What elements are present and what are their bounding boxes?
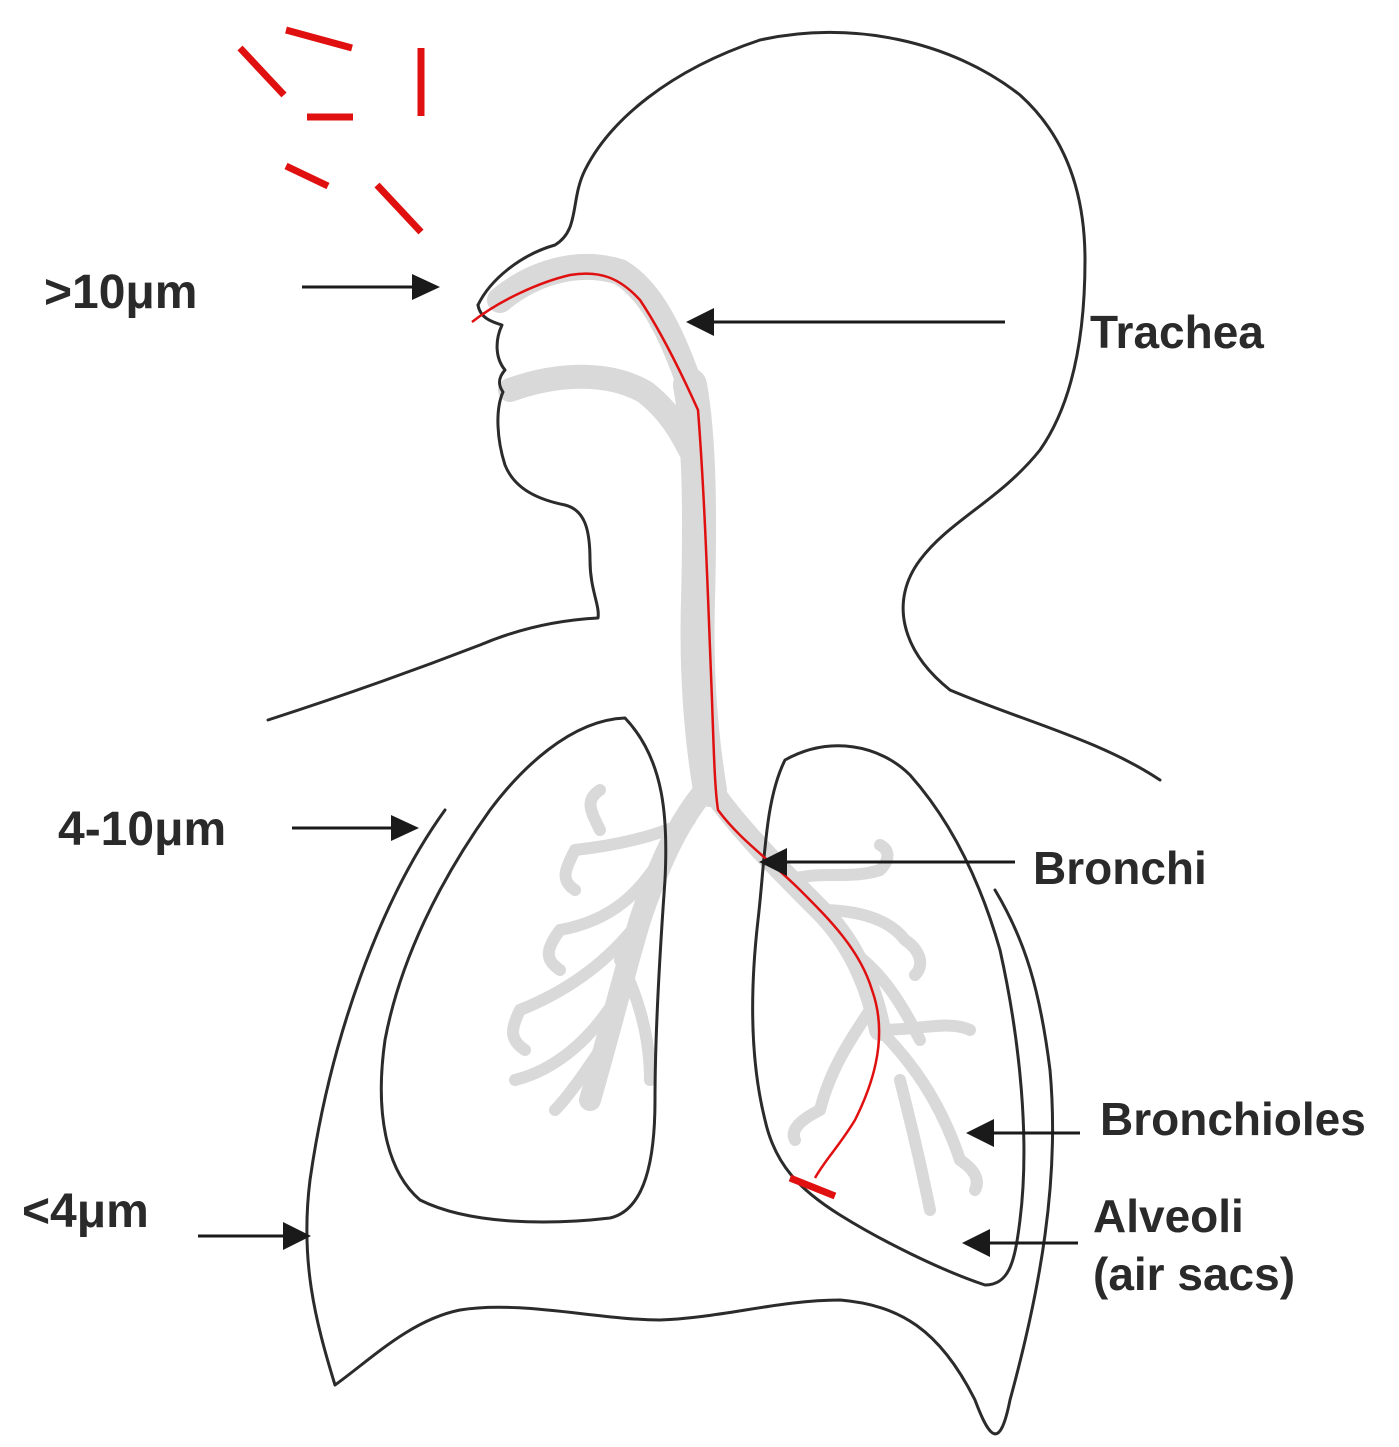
arrow-small (198, 1222, 311, 1250)
label-bronchioles: Bronchioles (1100, 1093, 1366, 1145)
label-small-particles: <4μm (22, 1185, 149, 1238)
label-air-sacs: (air sacs) (1093, 1248, 1295, 1300)
particle (286, 30, 352, 48)
nasal-passage (500, 267, 688, 380)
head-outline (478, 32, 1160, 780)
face-outline (268, 305, 598, 720)
label-medium-particles: 4-10μm (58, 803, 226, 856)
particle (240, 48, 284, 95)
arrows (198, 274, 1080, 1257)
arrow-medium (292, 815, 419, 841)
deposited-particle (790, 1178, 835, 1196)
inhaled-particles (240, 30, 421, 232)
arrow-alveoli (962, 1229, 1078, 1257)
label-trachea: Trachea (1090, 306, 1264, 358)
particle (377, 185, 421, 232)
label-alveoli: Alveoli (1093, 1190, 1244, 1242)
arrow-large (302, 274, 440, 300)
airway-tree (500, 267, 977, 1210)
particle (286, 166, 328, 186)
oral-passage (510, 377, 690, 450)
label-bronchi: Bronchi (1033, 842, 1207, 894)
arrow-trachea (686, 308, 1005, 336)
label-large-particles: >10μm (44, 266, 197, 319)
right-lung-outline (753, 746, 1024, 1285)
